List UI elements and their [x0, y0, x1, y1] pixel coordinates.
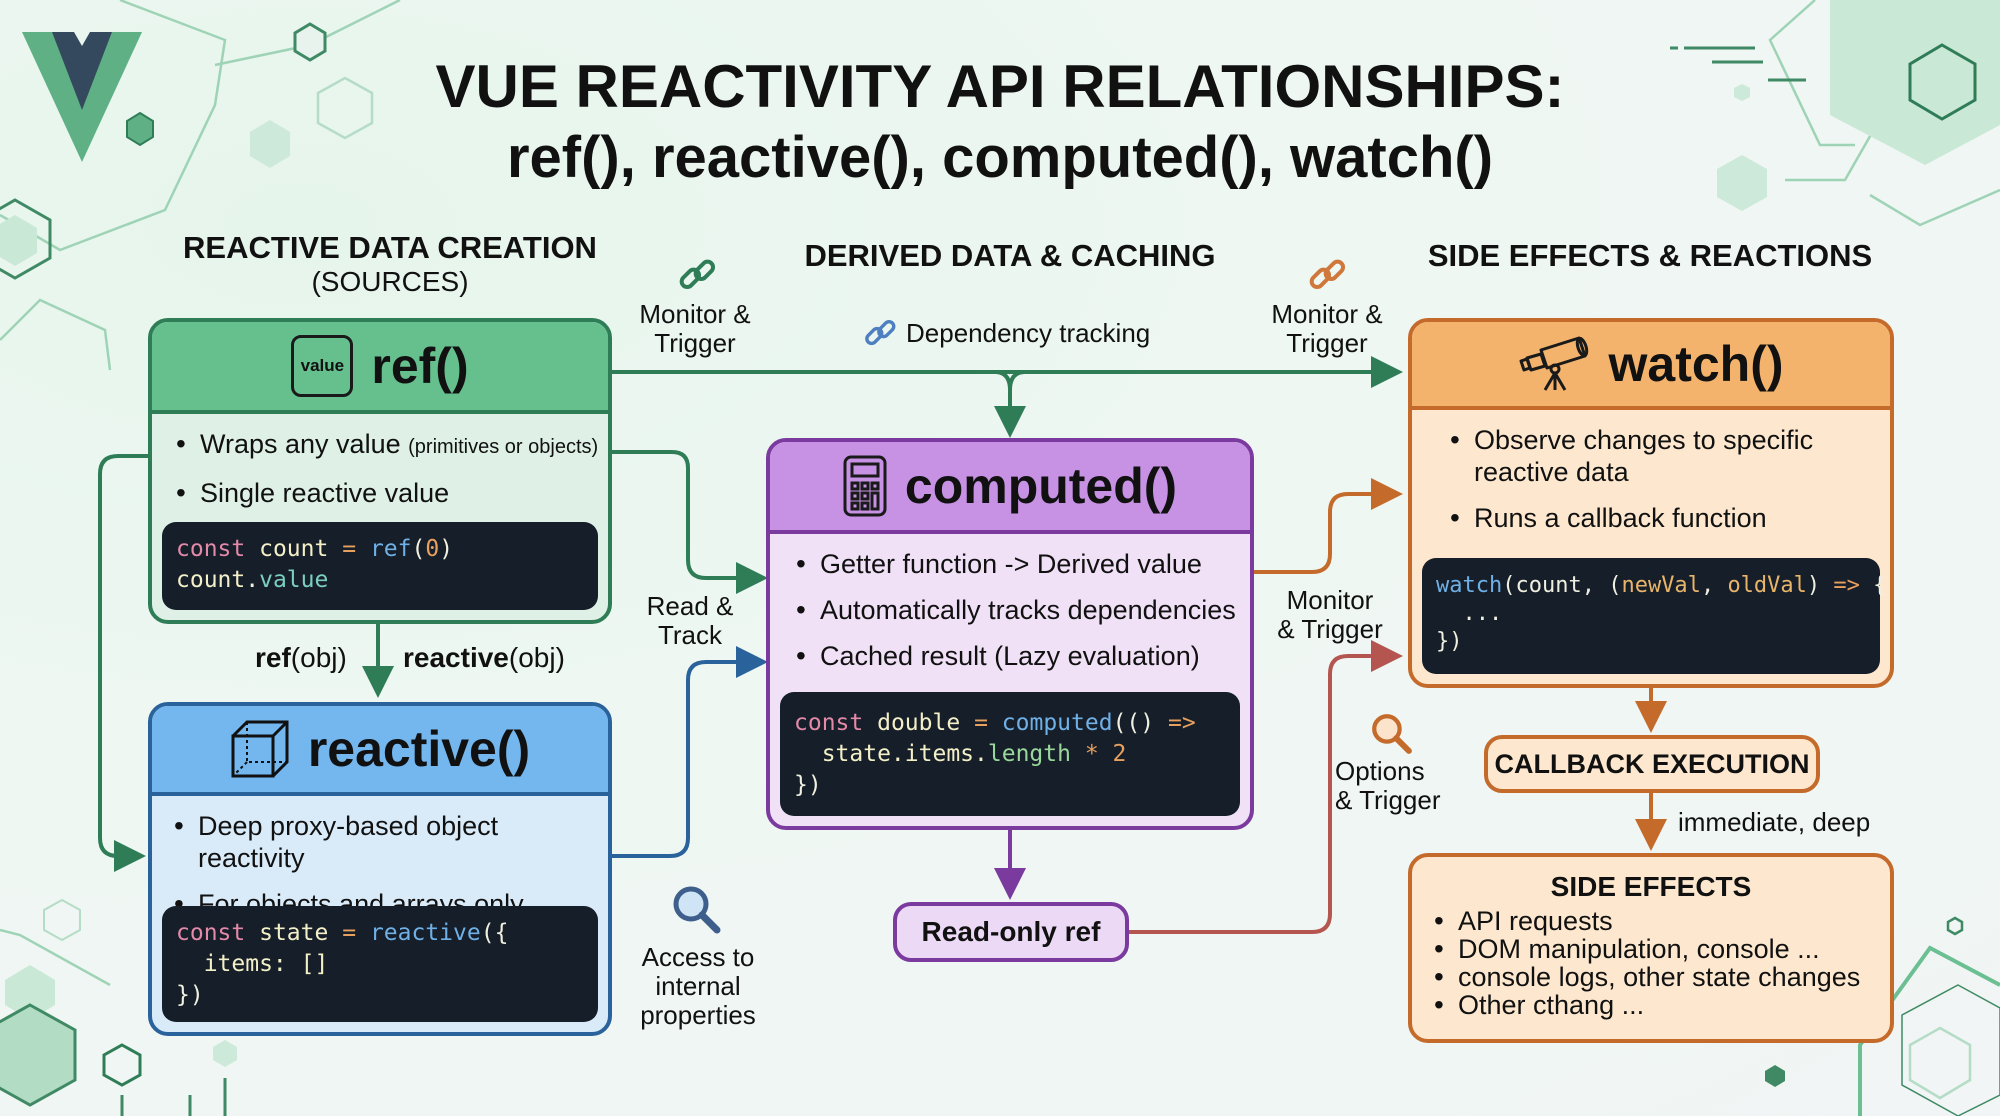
- arrow-ref-to-computed: [612, 450, 768, 594]
- reactive-card-title: reactive(): [307, 721, 531, 777]
- bullet: Observe changes to specific reactive dat…: [1448, 424, 1850, 488]
- calculator-icon: [843, 455, 887, 517]
- side-effect-item: console logs, other state changes: [1432, 963, 1890, 991]
- arrow-reactive-to-computed: [612, 646, 768, 858]
- bullet: Getter function -> Derived value: [794, 548, 1250, 580]
- cube-icon: [231, 720, 289, 778]
- reactive-code-block: const state = reactive({ items: [] }): [162, 906, 598, 1022]
- watch-code-block: watch(count, (newVal, oldVal) => { ... }…: [1422, 558, 1886, 674]
- bullet: Automatically tracks dependencies: [794, 594, 1250, 626]
- computed-card-header: computed(): [770, 442, 1250, 534]
- side-effects-list: API requests DOM manipulation, console .…: [1432, 907, 1890, 1019]
- section-title-sources: REACTIVE DATA CREATION: [183, 230, 597, 265]
- ref-code-block: const count = ref(0) count.value: [162, 522, 598, 610]
- telescope-icon: [1519, 336, 1588, 391]
- side-effects-node: SIDE EFFECTS API requests DOM manipulati…: [1408, 853, 1894, 1043]
- ref-card-title: ref(): [371, 338, 469, 394]
- watch-card: watch() Observe changes to specific reac…: [1408, 318, 1894, 688]
- label-ref-obj: ref(obj): [255, 642, 347, 673]
- link-icon: [1309, 259, 1346, 290]
- section-title-derived: DERIVED DATA & CACHING: [804, 238, 1216, 273]
- magnifier-icon: [1372, 714, 1412, 754]
- page-subtitle: ref(), reactive(), computed(), watch(): [506, 125, 1494, 190]
- label-options-trigger: Options & Trigger: [1335, 756, 1441, 815]
- label-access-internal: Access to internal properties: [640, 942, 756, 1030]
- arrow-ref-loop-to-reactive: [98, 454, 148, 872]
- side-effect-item: API requests: [1432, 907, 1890, 935]
- magnifier-icon: [673, 886, 721, 934]
- label-reactive-obj: reactive(obj): [403, 642, 565, 673]
- reactive-card: reactive() Deep proxy-based object react…: [148, 702, 612, 1036]
- arrow-tracking-to-computed: [994, 370, 1026, 438]
- ref-bullets: Wraps any value (primitives or objects) …: [174, 428, 608, 509]
- section-subtitle-sources: (SOURCES): [311, 266, 469, 297]
- label-monitor-trigger-left: Monitor & Trigger: [639, 299, 751, 358]
- bullet: Wraps any value (primitives or objects): [174, 428, 608, 463]
- bullet: Deep proxy-based object reactivity: [172, 810, 608, 874]
- computed-card: computed() Getter function -> Derived va…: [766, 438, 1254, 830]
- value-box-icon: value: [291, 335, 354, 397]
- link-icon: [865, 320, 896, 346]
- arrow-computed-to-watch: [1252, 478, 1403, 574]
- side-effect-item: DOM manipulation, console ...: [1432, 935, 1890, 963]
- page-title: VUE REACTIVITY API RELATIONSHIPS:: [435, 53, 1565, 120]
- link-icon: [679, 259, 716, 290]
- label-read-track: Read & Track: [646, 591, 734, 650]
- computed-code-block: const double = computed(() => state.item…: [780, 692, 1240, 816]
- label-monitor-trigger-mid: Monitor & Trigger: [1277, 585, 1383, 644]
- ref-card-header: value ref(): [152, 322, 608, 414]
- section-title-effects: SIDE EFFECTS & REACTIONS: [1427, 238, 1873, 273]
- label-monitor-trigger-right: Monitor & Trigger: [1271, 299, 1383, 358]
- watch-card-header: watch(): [1412, 322, 1890, 410]
- watch-card-title: watch(): [1608, 336, 1784, 392]
- side-effects-title: SIDE EFFECTS: [1550, 871, 1752, 902]
- bullet: Runs a callback function: [1448, 502, 1850, 534]
- readonly-ref-node: Read-only ref: [893, 902, 1129, 962]
- label-immediate-deep: immediate, deep: [1678, 807, 1871, 837]
- reactive-bullets: Deep proxy-based object reactivity For o…: [172, 810, 608, 920]
- ref-card: value ref() Wraps any value (primitives …: [148, 318, 612, 624]
- label-dependency-tracking: Dependency tracking: [906, 318, 1151, 348]
- bullet: Cached result (Lazy evaluation): [794, 640, 1250, 672]
- bullet: Single reactive value: [174, 477, 608, 509]
- callback-execution-node: CALLBACK EXECUTION: [1484, 735, 1820, 793]
- computed-bullets: Getter function -> Derived value Automat…: [794, 548, 1250, 672]
- watch-bullets: Observe changes to specific reactive dat…: [1448, 424, 1850, 534]
- vue-logo-icon: [22, 32, 142, 162]
- computed-card-title: computed(): [904, 458, 1178, 514]
- side-effect-item: Other cthang ...: [1432, 991, 1890, 1019]
- reactive-card-header: reactive(): [152, 706, 608, 796]
